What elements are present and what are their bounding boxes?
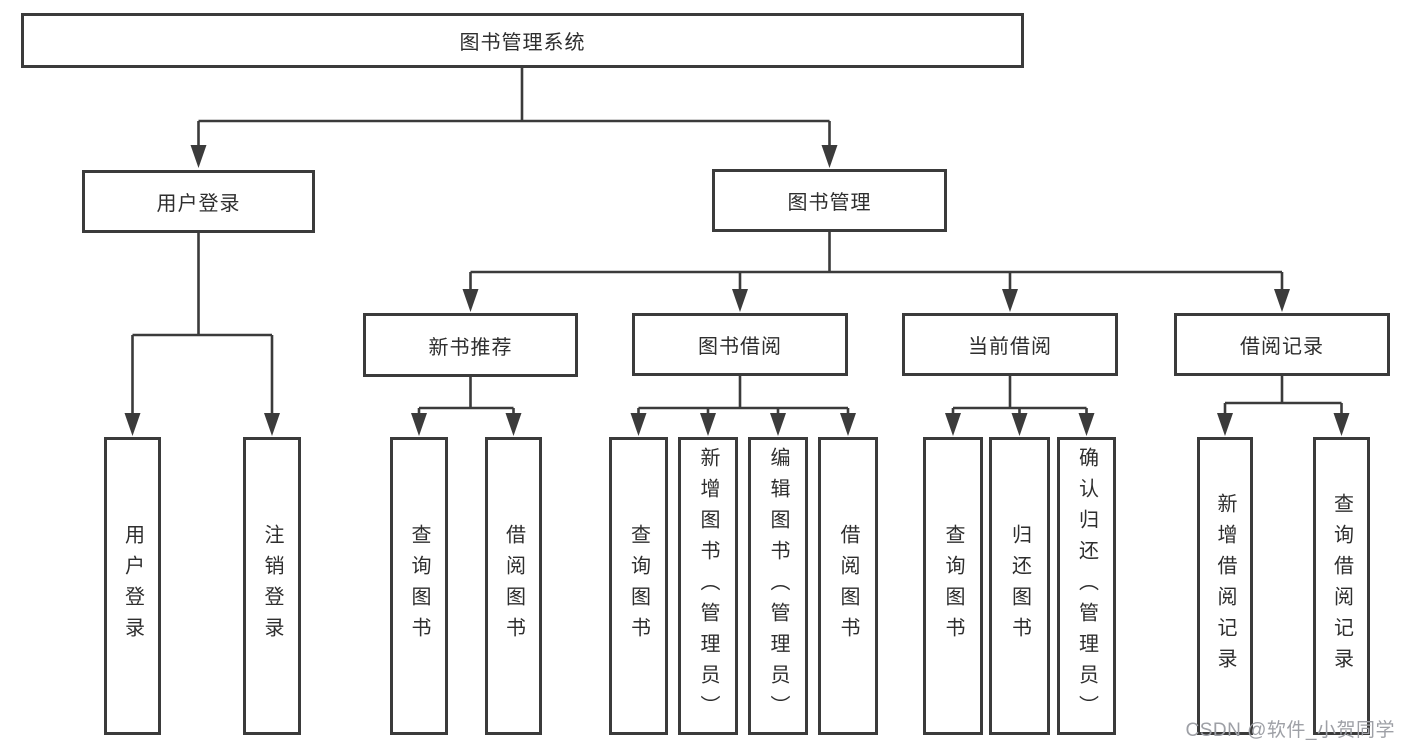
- arrowhead: [1078, 413, 1095, 436]
- arrowhead: [124, 413, 141, 436]
- node-leaf-add-books-admin-label: 新增图书（管理员）: [697, 446, 719, 726]
- node-book-borrow-label: 图书借阅: [698, 336, 782, 358]
- arrowhead: [732, 289, 748, 312]
- connector-current-borrow: [945, 376, 1095, 436]
- node-library-system-label: 图书管理系统: [459, 32, 586, 54]
- node-leaf-add-books-admin: 新增图书（管理员）: [678, 437, 738, 735]
- node-borrow-records: 借阅记录: [1174, 313, 1390, 376]
- node-leaf-borrow-books-label: 借阅图书: [837, 524, 859, 648]
- arrowhead: [411, 413, 427, 436]
- node-book-management-label: 图书管理: [787, 192, 872, 214]
- node-leaf-query-borrow-record-label: 查询借阅记录: [1330, 493, 1353, 679]
- node-leaf-user-login-label: 用户登录: [121, 524, 144, 648]
- node-leaf-edit-books-admin: 编辑图书（管理员）: [748, 437, 808, 735]
- node-leaf-edit-books-admin-label: 编辑图书（管理员）: [767, 446, 789, 726]
- connector-user-login: [124, 233, 280, 436]
- node-leaf-query-borrow-record: 查询借阅记录: [1313, 437, 1370, 735]
- node-leaf-return-books: 归还图书: [989, 437, 1050, 735]
- connector-new-book-recommend: [411, 377, 522, 436]
- arrowhead: [1217, 413, 1233, 436]
- arrowhead: [1011, 413, 1028, 436]
- node-leaf-query-books-recommend: 查询图书: [390, 437, 448, 735]
- arrowhead: [1274, 289, 1290, 312]
- arrowhead: [1002, 289, 1018, 312]
- node-current-borrow: 当前借阅: [902, 313, 1118, 376]
- node-user-login: 用户登录: [82, 170, 315, 233]
- connector-book-management: [462, 232, 1290, 312]
- connector-book-borrow: [630, 376, 856, 436]
- node-leaf-confirm-return-admin-label: 确认归还（管理员）: [1075, 446, 1098, 726]
- node-book-borrow: 图书借阅: [632, 313, 848, 376]
- node-new-book-recommend-label: 新书推荐: [428, 336, 513, 359]
- node-leaf-query-books-borrow: 查询图书: [609, 437, 668, 735]
- node-leaf-user-login: 用户登录: [104, 437, 161, 735]
- arrowhead: [190, 145, 207, 168]
- arrowhead: [462, 289, 479, 312]
- node-leaf-query-books-recommend-label: 查询图书: [408, 524, 430, 648]
- connector-root: [190, 68, 838, 168]
- node-leaf-add-borrow-record: 新增借阅记录: [1197, 437, 1253, 735]
- node-user-login-label: 用户登录: [156, 193, 241, 215]
- arrowhead: [264, 413, 280, 436]
- csdn-watermark: CSDN @软件_小贺同学: [1185, 720, 1395, 741]
- node-leaf-query-books-current: 查询图书: [923, 437, 983, 735]
- node-borrow-records-label: 借阅记录: [1240, 336, 1324, 358]
- node-new-book-recommend: 新书推荐: [363, 313, 578, 377]
- node-leaf-borrow-books-recommend-label: 借阅图书: [502, 524, 525, 648]
- arrowhead: [700, 413, 716, 436]
- node-leaf-query-books-current-label: 查询图书: [942, 524, 964, 648]
- node-leaf-query-books-borrow-label: 查询图书: [627, 524, 650, 648]
- node-library-system: 图书管理系统: [21, 13, 1024, 68]
- arrowhead: [1333, 413, 1350, 436]
- node-leaf-confirm-return-admin: 确认归还（管理员）: [1057, 437, 1116, 735]
- node-leaf-logout-label: 注销登录: [261, 524, 283, 648]
- arrowhead: [821, 145, 838, 168]
- arrowhead: [770, 413, 786, 436]
- connector-borrow-records: [1217, 376, 1350, 436]
- node-leaf-add-borrow-record-label: 新增借阅记录: [1214, 493, 1236, 679]
- node-leaf-borrow-books-recommend: 借阅图书: [485, 437, 542, 735]
- node-leaf-borrow-books: 借阅图书: [818, 437, 878, 735]
- arrowhead: [840, 413, 856, 436]
- arrowhead: [945, 413, 961, 436]
- arrowhead: [505, 413, 522, 436]
- node-leaf-return-books-label: 归还图书: [1008, 524, 1031, 648]
- arrowhead: [630, 413, 647, 436]
- node-book-management: 图书管理: [712, 169, 947, 232]
- node-leaf-logout: 注销登录: [243, 437, 301, 735]
- node-current-borrow-label: 当前借阅: [968, 336, 1052, 358]
